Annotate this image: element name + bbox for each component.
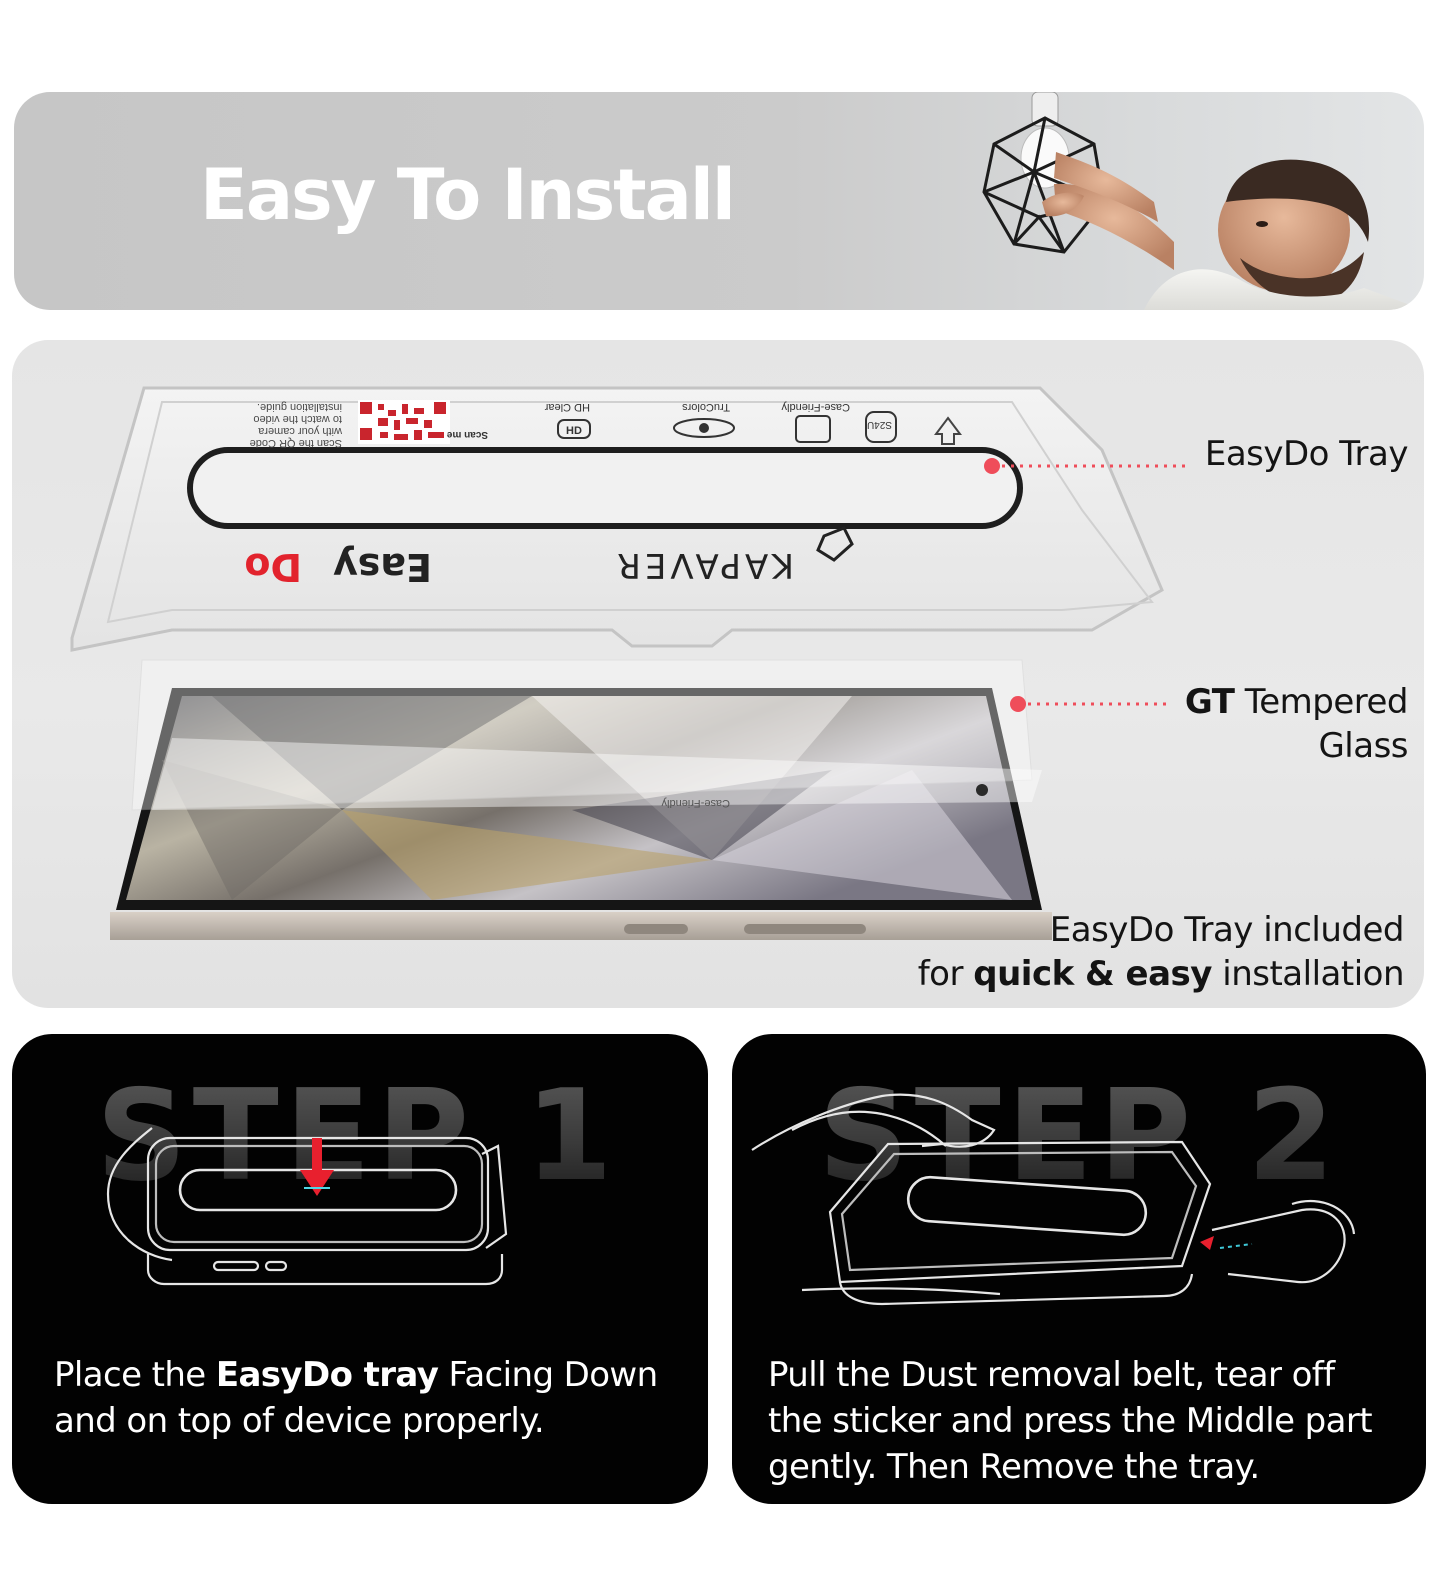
tempered-glass-sheet: Case-Friendly xyxy=(131,659,1042,811)
step-2-card: STEP 2 Pull the Dust removal belt, tear … xyxy=(732,1034,1426,1504)
footnote-pre: for xyxy=(917,954,974,994)
hero-banner: Easy To Install xyxy=(14,92,1424,310)
person-installing-pendant-lamp-photo xyxy=(982,92,1424,310)
glass-callout-label: GT Tempered Glass xyxy=(1184,680,1409,768)
tray-feature-case: Case-Friendly xyxy=(781,401,850,413)
camera-hole xyxy=(976,784,988,796)
svg-text:HD: HD xyxy=(566,425,582,437)
hd-clear-icon: HD xyxy=(557,419,591,439)
step-1-card: STEP 1 Place the EasyDo tray Facing Down… xyxy=(12,1034,708,1504)
footnote-bold: quick & easy xyxy=(973,954,1212,994)
step-1-label: STEP 1 xyxy=(96,1062,619,1209)
step-1-description: Place the EasyDo tray Facing Down and on… xyxy=(54,1355,658,1441)
banner-title: Easy To Install xyxy=(200,154,736,236)
pull-arrow-icon xyxy=(1200,1236,1214,1250)
trucolors-eye-icon xyxy=(673,418,735,438)
footnote-line1: EasyDo Tray included xyxy=(1049,910,1405,950)
kapaver-logo: KAPAVER xyxy=(613,545,794,585)
step-1-tray-on-phone-sketch xyxy=(106,1127,508,1286)
step-2-pull-belt-sketch xyxy=(751,1093,1356,1306)
callout-markers xyxy=(984,458,1188,712)
tear-line xyxy=(1219,1243,1253,1249)
svg-text:KAPAVER: KAPAVER xyxy=(613,545,794,585)
case-friendly-icon xyxy=(795,415,831,443)
qr-badge: Scan me xyxy=(446,429,488,440)
product-showcase: Case-Friendly Scan me Sca xyxy=(12,340,1424,1008)
glass-callout-bold: GT xyxy=(1184,682,1235,722)
svg-text:installation guide.: installation guide. xyxy=(257,401,342,413)
power-button xyxy=(744,924,866,934)
up-arrow-icon xyxy=(934,416,962,445)
phone-illustration xyxy=(110,688,1052,940)
volume-button xyxy=(624,924,688,934)
glass-callout-line2: Glass xyxy=(1318,726,1408,766)
glass-feature-text: Case-Friendly xyxy=(661,797,730,809)
svg-text:Scan the QR Code: Scan the QR Code xyxy=(250,437,342,449)
svg-text:Easy: Easy xyxy=(333,545,432,589)
svg-text:S24U: S24U xyxy=(867,419,892,430)
step-2-label: STEP 2 xyxy=(818,1062,1341,1209)
glass-callout-dot xyxy=(1010,696,1026,712)
tray-and-glass-illustration: Case-Friendly Scan me Sca xyxy=(70,386,1188,940)
svg-text:Do: Do xyxy=(244,545,302,589)
step-2-description: Pull the Dust removal belt, tear off the… xyxy=(768,1355,1373,1487)
easydo-tray-illustration: Scan me Scan the QR Code with your camer… xyxy=(70,386,1164,652)
model-badge: S24U xyxy=(865,411,897,443)
footnote-post: installation xyxy=(1211,954,1404,994)
tray-callout-label: EasyDo Tray xyxy=(1204,434,1409,474)
tray-callout-dot xyxy=(984,458,1000,474)
qr-code xyxy=(358,400,450,444)
svg-text:to watch the video: to watch the video xyxy=(253,413,342,425)
tray-feature-hd: HD Clear xyxy=(544,401,590,413)
down-arrow-icon xyxy=(300,1138,334,1196)
glass-callout-rest: Tempered xyxy=(1234,682,1409,722)
tray-included-footnote: EasyDo Tray included for quick & easy in… xyxy=(917,908,1405,996)
tray-feature-trucolors: TruColors xyxy=(682,401,730,413)
easydo-logo: Easy Do xyxy=(244,545,432,589)
svg-text:with your camera: with your camera xyxy=(257,425,343,437)
qr-instructions: Scan the QR Code with your camera to wat… xyxy=(250,401,343,449)
kapaver-shield-icon xyxy=(816,526,854,562)
